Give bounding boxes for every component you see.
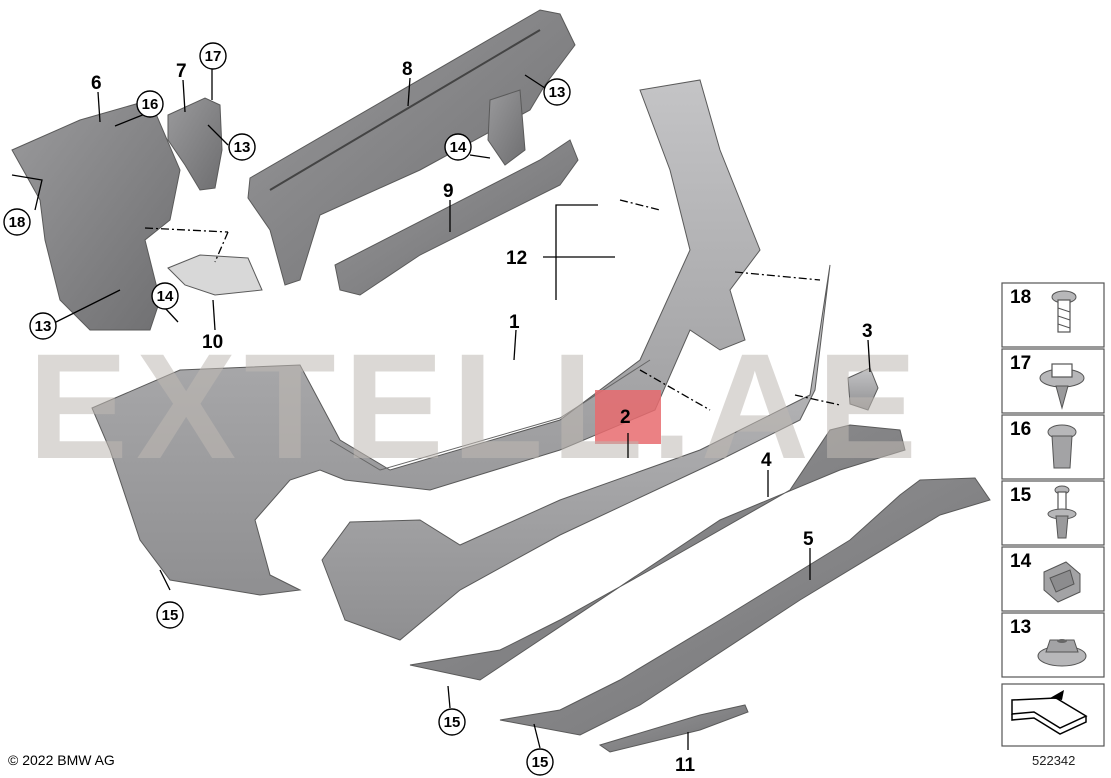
callout-5: 5 bbox=[803, 529, 814, 550]
expanding-rivet-icon bbox=[1047, 424, 1077, 469]
legend-item-15: 15 bbox=[1001, 480, 1105, 546]
hex-nut-icon bbox=[1037, 639, 1087, 667]
part-8-carrier bbox=[247, 9, 576, 286]
svg-text:17: 17 bbox=[1010, 353, 1031, 374]
screw-icon bbox=[1051, 290, 1077, 333]
circled-callout-15: 15 bbox=[526, 748, 554, 776]
part-10-trim bbox=[167, 254, 263, 296]
svg-text:15: 15 bbox=[1010, 485, 1032, 506]
svg-text:13: 13 bbox=[234, 139, 251, 156]
legend-item-16: 16 bbox=[1001, 414, 1105, 480]
circled-callout-18: 18 bbox=[3, 208, 31, 236]
part-7-bracket bbox=[167, 97, 223, 191]
svg-text:15: 15 bbox=[444, 714, 461, 731]
circled-callouts: 13 13 13 14 14 15 15 15 bbox=[3, 42, 571, 776]
callout-10: 10 bbox=[202, 332, 223, 353]
svg-text:14: 14 bbox=[1010, 551, 1032, 572]
svg-text:14: 14 bbox=[450, 139, 467, 156]
svg-text:17: 17 bbox=[205, 48, 222, 65]
callout-9: 9 bbox=[443, 181, 454, 202]
clip-screw-icon bbox=[1047, 485, 1077, 539]
legend-item-17: 17 bbox=[1001, 348, 1105, 414]
part-9-bar bbox=[334, 139, 579, 296]
callout-1: 1 bbox=[509, 312, 520, 333]
circled-callout-15: 15 bbox=[438, 708, 466, 736]
circled-callout-14: 14 bbox=[444, 133, 472, 161]
callout-4: 4 bbox=[761, 450, 772, 471]
part-11-strip bbox=[598, 704, 749, 753]
copyright-text: © 2022 BMW AG bbox=[8, 752, 115, 768]
circled-callout-13: 13 bbox=[543, 78, 571, 106]
svg-text:13: 13 bbox=[1010, 617, 1031, 638]
callout-7: 7 bbox=[176, 61, 187, 82]
callout-6: 6 bbox=[91, 73, 102, 94]
svg-text:15: 15 bbox=[162, 607, 179, 624]
watermark: EXTELL.AE bbox=[28, 322, 925, 490]
callout-11: 11 bbox=[675, 755, 696, 776]
svg-text:18: 18 bbox=[1010, 287, 1031, 308]
flange-nut-icon bbox=[1039, 363, 1085, 410]
callout-3: 3 bbox=[862, 321, 873, 342]
circled-callout-13: 13 bbox=[29, 312, 57, 340]
svg-text:13: 13 bbox=[35, 318, 52, 335]
part-4-diffuser bbox=[409, 424, 906, 681]
legend-item-13: 13 bbox=[1001, 612, 1105, 678]
svg-text:16: 16 bbox=[1010, 419, 1031, 440]
callout-labels: 1 2 3 4 5 6 7 8 9 10 11 12 bbox=[91, 59, 873, 776]
callout-12: 12 bbox=[506, 248, 527, 269]
circled-callout-14: 14 bbox=[151, 282, 179, 310]
part-2-lower-trim bbox=[321, 264, 831, 641]
svg-text:14: 14 bbox=[157, 288, 174, 305]
svg-text:18: 18 bbox=[9, 214, 26, 231]
svg-text:16: 16 bbox=[142, 96, 159, 113]
circled-callout-15: 15 bbox=[156, 601, 184, 629]
group-view-icon bbox=[1001, 683, 1105, 747]
callout-8: 8 bbox=[402, 59, 413, 80]
part-1-bumper-cover bbox=[91, 79, 761, 596]
circled-callout-16: 16 bbox=[136, 90, 164, 118]
legend-item-14: 14 bbox=[1001, 546, 1105, 612]
circled-callout-13: 13 bbox=[228, 133, 256, 161]
part-5-diffuser bbox=[499, 477, 991, 736]
document-number: 522342 bbox=[1032, 753, 1076, 768]
svg-text:13: 13 bbox=[549, 84, 566, 101]
callout-2: 2 bbox=[620, 407, 631, 428]
circled-callout-17: 17 bbox=[199, 42, 227, 70]
svg-text:15: 15 bbox=[532, 754, 549, 771]
legend-item-18: 18 bbox=[1001, 282, 1105, 348]
clip-nut-icon bbox=[1043, 561, 1081, 603]
fastener-legend: 18 17 16 bbox=[1001, 282, 1105, 747]
part-3-cap bbox=[847, 367, 879, 411]
